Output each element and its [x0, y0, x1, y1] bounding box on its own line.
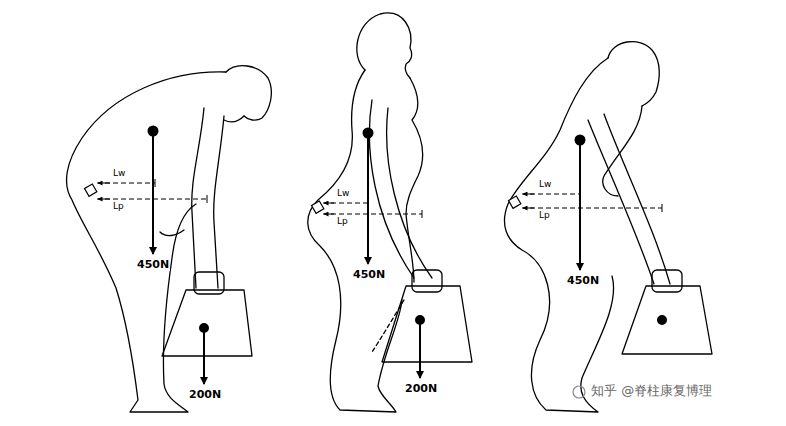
watermark: 知乎 @脊柱康复博理: [590, 384, 713, 398]
force-label: 200N: [404, 383, 438, 395]
distance-label: Lp: [336, 217, 349, 227]
force-label: 450N: [352, 269, 386, 281]
squat-figure: [308, 13, 432, 412]
distance-label: Lp: [538, 211, 551, 221]
distance-label: Lw: [112, 169, 126, 179]
stooped-figure: [67, 66, 272, 412]
moment-arm-tick: [98, 179, 662, 218]
spinal-disc: [85, 184, 521, 213]
load-bag: [162, 272, 252, 356]
force-label: 200N: [188, 389, 222, 401]
moment-arm: [97, 183, 662, 214]
distance-label: Lp: [112, 202, 125, 212]
force-label: 450N: [136, 259, 170, 271]
load-bag: [372, 270, 472, 362]
leaning-squat-figure: [504, 42, 670, 412]
distance-label: Lw: [336, 189, 350, 199]
load-bag: [622, 270, 712, 354]
watermark-logo: [573, 386, 585, 398]
distance-label: Lw: [538, 180, 552, 190]
force-label: 450N: [566, 275, 600, 287]
force-vector: [149, 127, 667, 385]
